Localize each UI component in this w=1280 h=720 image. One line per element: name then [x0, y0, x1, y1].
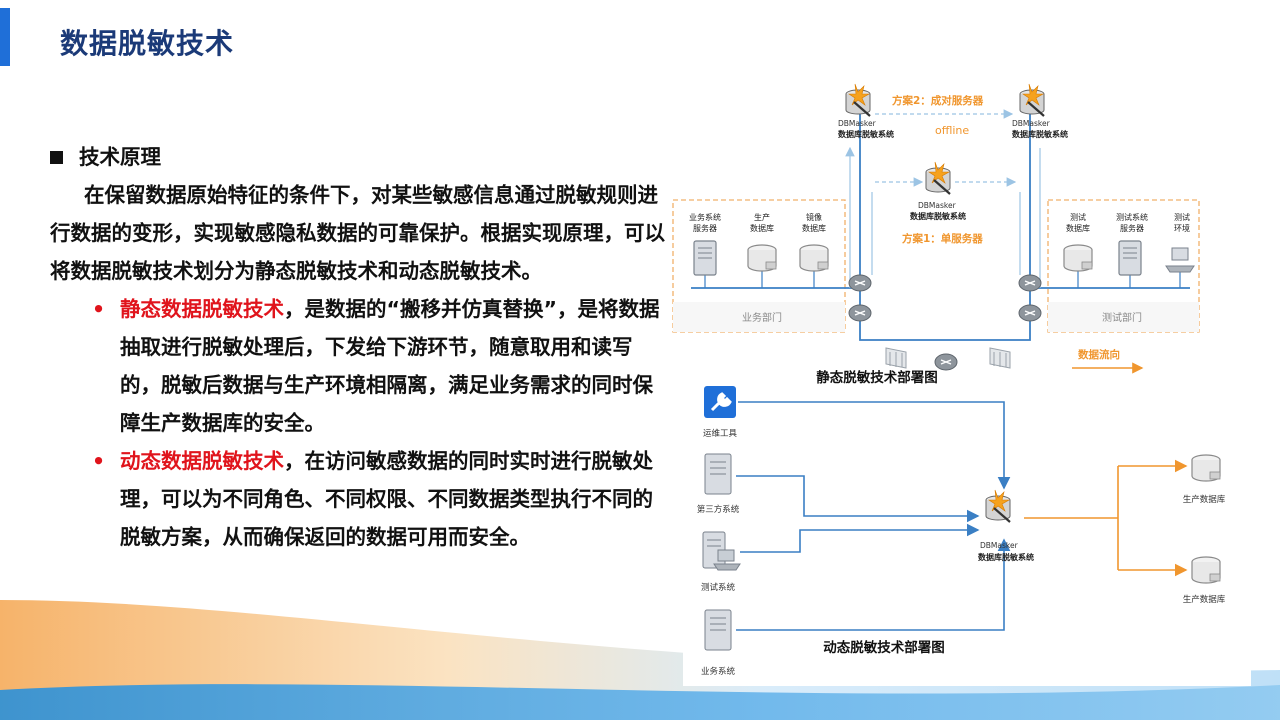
masker-name-2: 数据库脱敏系统 — [1012, 129, 1068, 139]
bullet-static: • 静态数据脱敏技术，是数据的“搬移并仿真替换”，是将数据抽取进行脱敏处理后，下发… — [50, 290, 670, 442]
router-icon — [848, 274, 872, 292]
biz-item-2-l2: 数据库 — [750, 223, 774, 233]
laptop-icon — [1165, 247, 1195, 273]
server-icon — [704, 453, 732, 495]
dynamic-deployment-diagram: 运维工具 第三方系统 测试系统 业务系统 DBMasker 数据库脱敏系统 生产… — [697, 386, 1226, 677]
biz-item-3-l2: 数据库 — [802, 223, 826, 233]
router-icon — [934, 353, 958, 371]
masker-brand-2: DBMasker — [1012, 119, 1051, 128]
server-laptop-icon — [702, 531, 741, 571]
masker-name-3: 数据库脱敏系统 — [910, 211, 966, 221]
router-icon — [1018, 274, 1042, 292]
title-accent-bar — [0, 8, 10, 66]
masker-name-1: 数据库脱敏系统 — [838, 129, 894, 139]
database-icon — [1191, 556, 1221, 584]
test-item-3-l1: 测试 — [1174, 212, 1190, 222]
plan2-label: 方案2：成对服务器 — [892, 94, 984, 107]
bullet-dynamic-term: 动态数据脱敏技术 — [120, 449, 284, 473]
server-icon — [704, 609, 732, 651]
database-icon — [747, 244, 777, 272]
bullet-dot-icon: • — [92, 449, 106, 473]
masker-node-icon — [1018, 82, 1046, 118]
test-item-1-l2: 数据库 — [1066, 223, 1090, 233]
dynamic-caption: 动态脱敏技术部署图 — [823, 639, 945, 656]
static-deployment-diagram: DBMasker 数据库脱敏系统 DBMasker 数据库脱敏系统 DBMask… — [672, 82, 1200, 386]
masker-node-icon — [984, 488, 1012, 524]
background-wave — [0, 600, 1280, 720]
biz-dept-band — [673, 302, 845, 332]
diagram-panel — [683, 80, 1251, 686]
square-bullet-icon — [50, 150, 63, 164]
biz-item-3-l1: 镜像 — [806, 212, 822, 222]
flow-label: 数据流向 — [1077, 348, 1120, 361]
firewall-icon — [885, 347, 907, 369]
bullet-static-term: 静态数据脱敏技术 — [120, 297, 284, 321]
target-label-2: 生产数据库 — [1183, 594, 1226, 605]
biz-item-1-l1: 业务系统 — [689, 212, 721, 222]
masker-node-icon — [844, 82, 872, 118]
dyn-masker-name: 数据库脱敏系统 — [978, 552, 1034, 562]
bullet-dynamic-text: ，在访问敏感数据的同时实时进行脱敏处理，可以为不同角色、不同权限、不同数据类型执… — [120, 449, 653, 549]
test-item-2-l2: 服务器 — [1120, 223, 1144, 233]
test-item-3-l2: 环境 — [1174, 223, 1190, 233]
test-item-1-l1: 测试 — [1070, 212, 1086, 222]
database-icon — [1191, 454, 1221, 482]
text-column: 技术原理 在保留数据原始特征的条件下，对某些敏感信息通过脱敏规则进行数据的变形，… — [50, 138, 670, 556]
test-dept-zone — [1047, 199, 1200, 333]
database-icon — [1063, 244, 1093, 272]
masker-brand-3: DBMasker — [918, 201, 957, 210]
router-icon — [1018, 304, 1042, 322]
section-heading-text: 技术原理 — [79, 145, 161, 169]
offline-label: offline — [935, 124, 969, 137]
biz-item-1-l2: 服务器 — [693, 223, 717, 233]
masker-node-icon — [924, 160, 952, 196]
dyn-masker-brand: DBMasker — [980, 541, 1019, 550]
biz-dept-label: 业务部门 — [742, 311, 782, 324]
static-caption: 静态脱敏技术部署图 — [816, 369, 938, 386]
page-title: 数据脱敏技术 — [60, 27, 235, 60]
section-heading: 技术原理 — [50, 138, 670, 176]
wrench-icon — [704, 386, 736, 418]
database-icon — [799, 244, 829, 272]
bullet-dynamic: • 动态数据脱敏技术，在访问敏感数据的同时实时进行脱敏处理，可以为不同角色、不同权… — [50, 442, 670, 556]
test-dept-label: 测试部门 — [1102, 311, 1142, 324]
biz-item-2-l1: 生产 — [754, 212, 770, 222]
test-dept-band — [1048, 302, 1199, 332]
source-label-1: 运维工具 — [703, 428, 738, 439]
intro-paragraph: 在保留数据原始特征的条件下，对某些敏感信息通过脱敏规则进行数据的变形，实现敏感隐… — [50, 183, 665, 283]
masker-brand-1: DBMasker — [838, 119, 877, 128]
router-icon — [848, 304, 872, 322]
source-label-4: 业务系统 — [701, 666, 736, 677]
plan1-label: 方案1：单服务器 — [902, 232, 983, 245]
test-item-2-l1: 测试系统 — [1116, 212, 1148, 222]
bullet-dot-icon: • — [92, 297, 106, 321]
source-label-3: 测试系统 — [701, 582, 736, 593]
target-label-1: 生产数据库 — [1183, 494, 1226, 505]
server-icon — [1118, 240, 1142, 276]
firewall-icon — [989, 347, 1011, 369]
bullet-static-text: ，是数据的“搬移并仿真替换”，是将数据抽取进行脱敏处理后，下发给下游环节，随意取… — [120, 297, 660, 435]
server-icon — [693, 240, 717, 276]
source-label-2: 第三方系统 — [697, 504, 740, 515]
